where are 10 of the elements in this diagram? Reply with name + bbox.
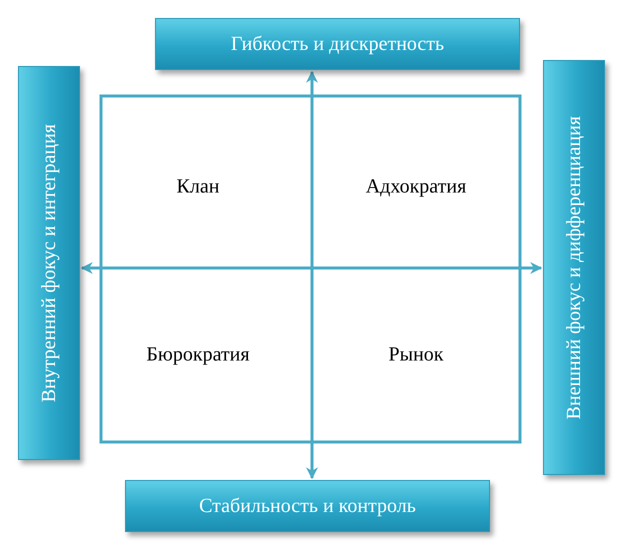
quadrant-label: Адхократия xyxy=(366,176,466,198)
quadrant-label: Рынок xyxy=(388,344,444,366)
axis-label-box: Гибкость и дискретность xyxy=(155,18,520,70)
axis-label-box: Стабильность и контроль xyxy=(125,480,490,532)
double-arrow xyxy=(80,262,542,274)
quadrant-label: Клан xyxy=(176,176,220,198)
axis-label-box: Внутренний фокус и интеграция xyxy=(18,66,80,460)
axis-label-box: Внешний фокус и дифференциация xyxy=(543,60,605,475)
double-arrow xyxy=(306,70,318,480)
quadrant-label: Бюрократия xyxy=(146,344,250,366)
